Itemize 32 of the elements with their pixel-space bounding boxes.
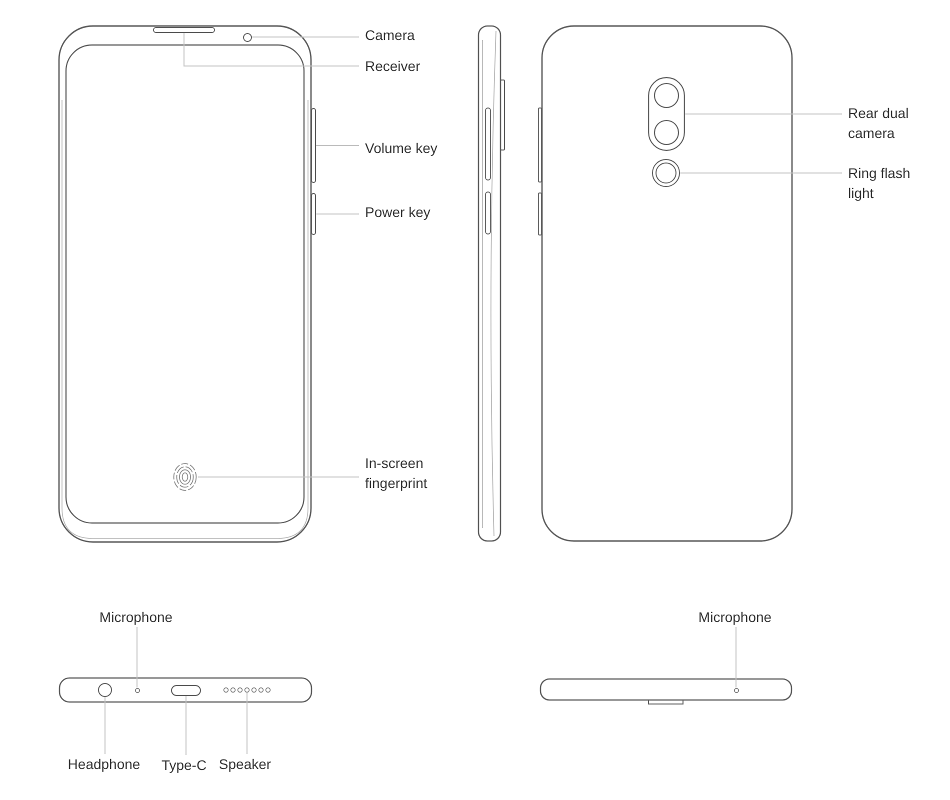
leader-line xyxy=(680,172,842,174)
leader-line xyxy=(316,145,360,146)
callout-label: Ring flash light xyxy=(842,163,930,203)
callout-label: Microphone xyxy=(698,607,772,627)
side-key xyxy=(311,108,316,183)
speaker-grille xyxy=(222,687,272,693)
microphone-hole xyxy=(134,688,140,692)
callout-label: Microphone xyxy=(99,607,173,627)
leader-line xyxy=(246,692,248,754)
leader-line xyxy=(184,32,360,66)
flash-ring xyxy=(652,159,680,187)
callout-label: Receiver xyxy=(359,56,420,76)
usb-port xyxy=(171,685,201,696)
callout-label: In-screen fingerprint xyxy=(359,453,447,493)
callout-label: Camera xyxy=(359,25,415,45)
callout-label: Volume key xyxy=(359,138,438,158)
side-key xyxy=(311,193,316,235)
callout-label: Rear dual camera xyxy=(842,103,930,143)
front-camera-lens xyxy=(242,32,252,42)
headphone-jack xyxy=(98,683,112,697)
leader-line xyxy=(104,696,106,754)
dual-camera-module xyxy=(648,77,685,151)
microphone-hole xyxy=(734,688,738,692)
callout-label: Power key xyxy=(359,202,430,222)
callout-label: Headphone xyxy=(68,754,140,774)
callout-label: Type-C xyxy=(161,755,207,775)
callout-label: Speaker xyxy=(218,754,272,774)
leader-line xyxy=(198,476,360,478)
fingerprint-icon xyxy=(172,463,198,491)
earpiece-slot xyxy=(153,27,215,33)
leader-line xyxy=(136,626,138,688)
leader-line xyxy=(251,36,360,38)
